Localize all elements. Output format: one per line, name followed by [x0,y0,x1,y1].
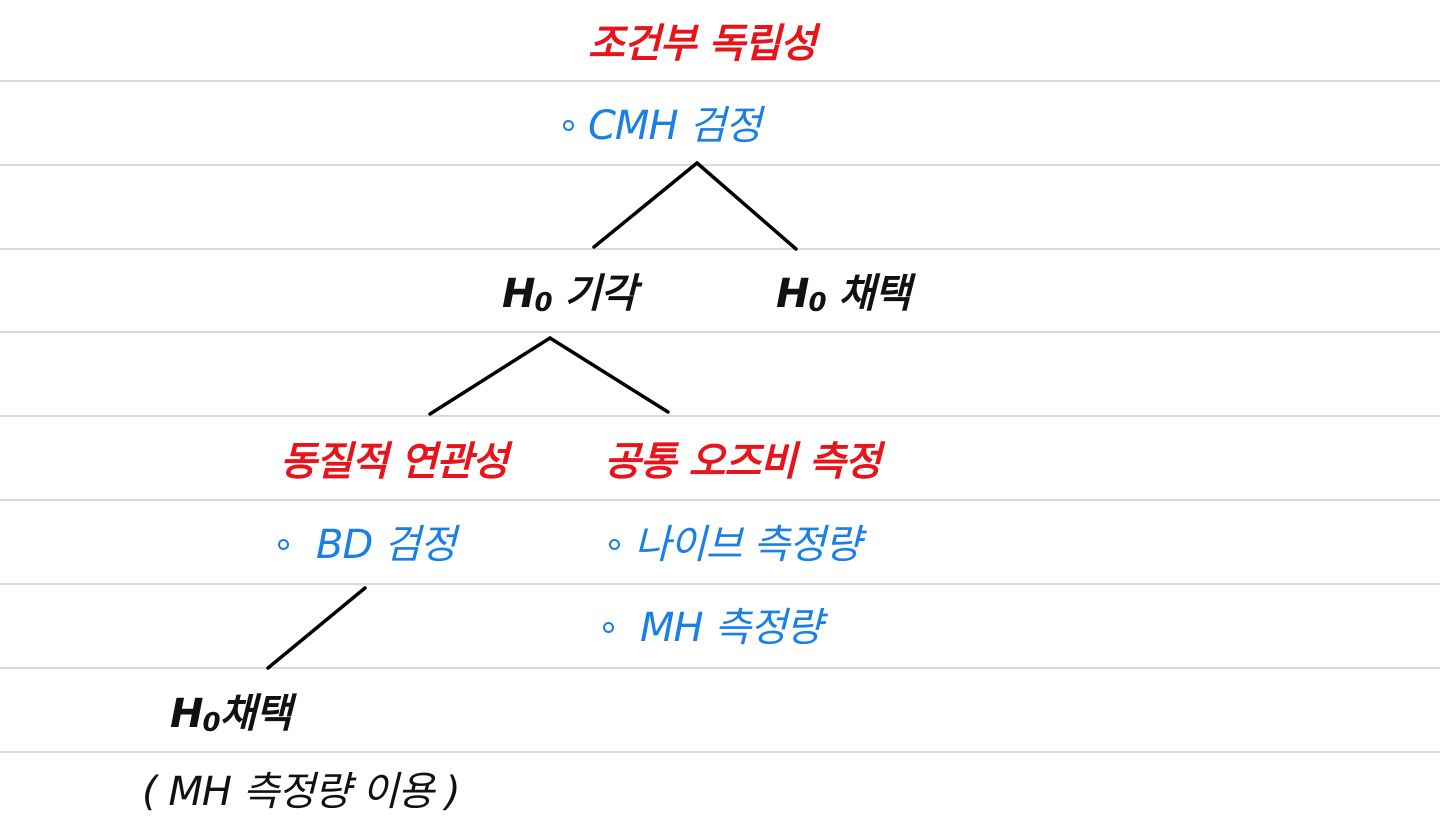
ruled-line [0,331,1440,333]
ruled-line [0,80,1440,82]
homogeneous-method: BD 검정 [316,522,457,568]
edge-reject-to-homogeneous [428,336,552,416]
common-odds-method-mh: MH 측정량 [640,605,823,651]
reject-h0-suffix: 기각 [564,271,638,317]
ruled-line [0,751,1440,753]
accept-h0-node: H0 채택 [776,271,912,318]
reject-h0-node: H0 기각 [502,271,638,318]
bullet-icon [563,120,574,131]
reject-h0-h: H [502,271,535,317]
accept-h0-h: H [776,271,809,317]
homogeneous-accept-h0-suffix: 채택 [219,691,293,737]
ruled-line [0,164,1440,166]
ruled-line [0,583,1440,585]
edge-bd-to-accept [266,586,367,670]
homogeneous-accept-note: ( MH 측정량 이용 ) [142,769,461,815]
edge-reject-to-common-odds [548,336,670,414]
edge-root-to-reject [592,161,699,249]
edge-root-to-accept [695,161,798,251]
ruled-line [0,667,1440,669]
bullet-icon [603,622,614,633]
ruled-line [0,248,1440,250]
accept-h0-suffix: 채택 [838,271,912,317]
bullet-icon [609,539,620,550]
common-odds-heading: 공통 오즈비 측정 [604,439,881,485]
root-method: CMH 검정 [588,103,762,149]
homogeneous-accept-h0-sub: 0 [202,708,220,738]
common-odds-method-naive: 나이브 측정량 [634,522,862,568]
homogeneous-accept-h0-node: H0채택 [170,691,293,738]
ruled-line [0,415,1440,417]
homogeneous-heading: 동질적 연관성 [280,439,509,485]
bullet-icon [278,539,289,550]
ruled-line [0,499,1440,501]
root-heading: 조건부 독립성 [588,21,817,67]
reject-h0-sub: 0 [534,288,552,318]
homogeneous-accept-h0-h: H [170,691,203,737]
accept-h0-sub: 0 [808,288,826,318]
